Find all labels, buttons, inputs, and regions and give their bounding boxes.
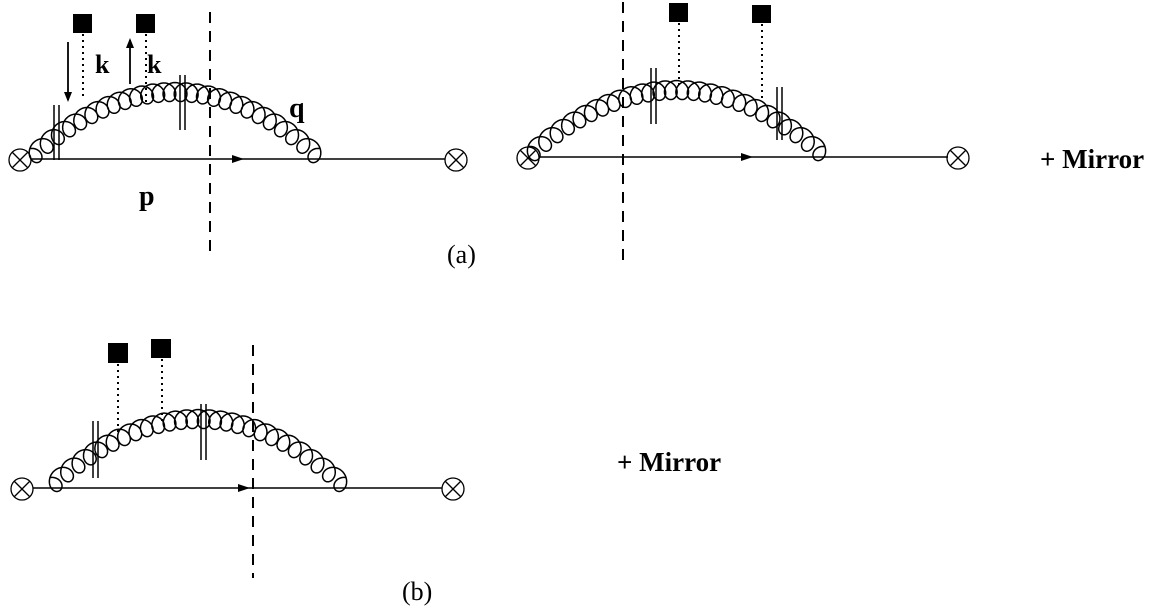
momentum-label-k: k bbox=[147, 50, 162, 79]
background-field-source bbox=[151, 339, 171, 358]
mirror-label: + Mirror bbox=[617, 447, 721, 477]
mirror-label: + Mirror bbox=[1040, 144, 1144, 174]
diagram-b: + Mirror (b) bbox=[10, 339, 721, 606]
on-shell-cut-mark bbox=[776, 87, 783, 140]
background-field-source bbox=[669, 3, 688, 22]
current-vertex-left bbox=[10, 477, 34, 501]
current-vertex-right bbox=[444, 148, 468, 172]
on-shell-cut-mark bbox=[53, 105, 60, 160]
background-field-source bbox=[136, 14, 155, 33]
gluon-curl bbox=[28, 81, 322, 164]
momentum-label-p: p bbox=[139, 181, 155, 212]
current-vertex-left bbox=[8, 148, 32, 172]
on-shell-cut-mark bbox=[92, 421, 99, 478]
diagram-a-right: + Mirror bbox=[516, 2, 1144, 260]
on-shell-cut-mark bbox=[650, 68, 657, 124]
background-field-source bbox=[752, 5, 771, 23]
background-field-source bbox=[73, 14, 92, 33]
momentum-label-q: q bbox=[289, 93, 305, 124]
on-shell-cut-mark bbox=[200, 404, 207, 460]
gluon-line bbox=[28, 81, 322, 164]
gluon-line bbox=[48, 408, 348, 493]
current-vertex-right bbox=[441, 477, 465, 501]
caption-a: (a) bbox=[447, 240, 476, 269]
on-shell-cut-mark bbox=[179, 75, 186, 130]
quark-arrow bbox=[232, 155, 244, 163]
background-field-source bbox=[108, 343, 128, 363]
diagram-a-left: k k q p (a) bbox=[8, 12, 476, 269]
quark-arrow bbox=[741, 153, 753, 161]
current-vertex-right bbox=[946, 146, 970, 170]
momentum-label-k: k bbox=[95, 50, 110, 79]
gluon-line bbox=[526, 79, 827, 162]
gluon-curl bbox=[526, 79, 827, 162]
quark-arrow bbox=[238, 484, 250, 492]
gluon-curl bbox=[48, 408, 348, 493]
caption-b: (b) bbox=[402, 577, 432, 606]
